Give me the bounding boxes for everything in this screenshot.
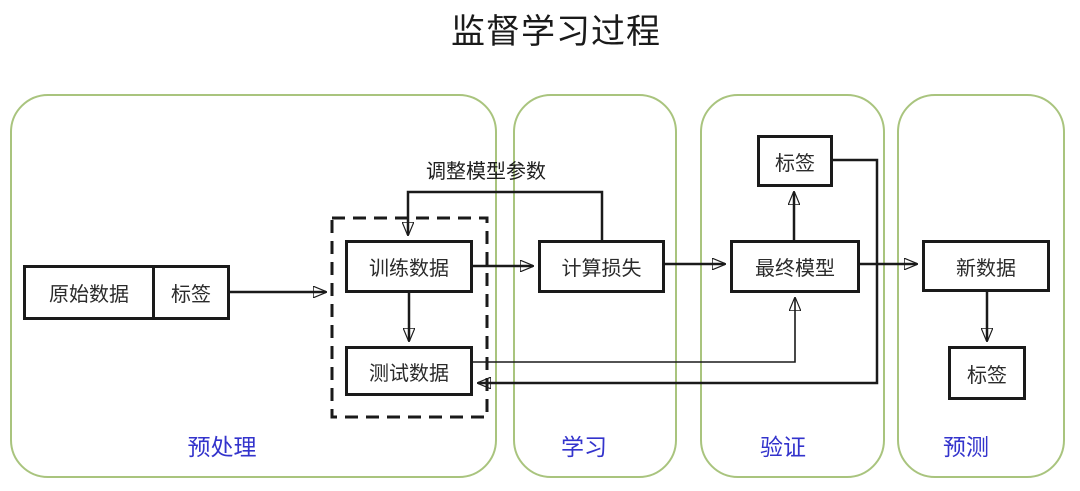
node-raw-data-group: 原始数据 标签 (23, 265, 230, 320)
node-raw-data: 原始数据 (49, 284, 129, 306)
node-test-data: 测试数据 (345, 346, 473, 396)
node-compute-loss: 计算损失 (538, 240, 665, 293)
diagram-title: 监督学习过程 (451, 13, 661, 51)
node-final-model: 最终模型 (730, 240, 860, 293)
node-new-data: 新数据 (922, 240, 1050, 292)
node-output-label: 标签 (948, 346, 1026, 400)
stage-predict-container (897, 94, 1065, 478)
adjust-params-annotation: 调整模型参数 (426, 161, 546, 183)
stage-label-learn: 学习 (561, 434, 607, 460)
node-predicted-label: 标签 (757, 135, 833, 187)
stage-label-preprocess: 预处理 (187, 434, 257, 460)
stage-label-validate: 验证 (760, 434, 806, 460)
node-raw-label: 标签 (152, 268, 227, 317)
node-train-data: 训练数据 (345, 240, 473, 293)
stage-label-predict: 预测 (943, 434, 989, 460)
